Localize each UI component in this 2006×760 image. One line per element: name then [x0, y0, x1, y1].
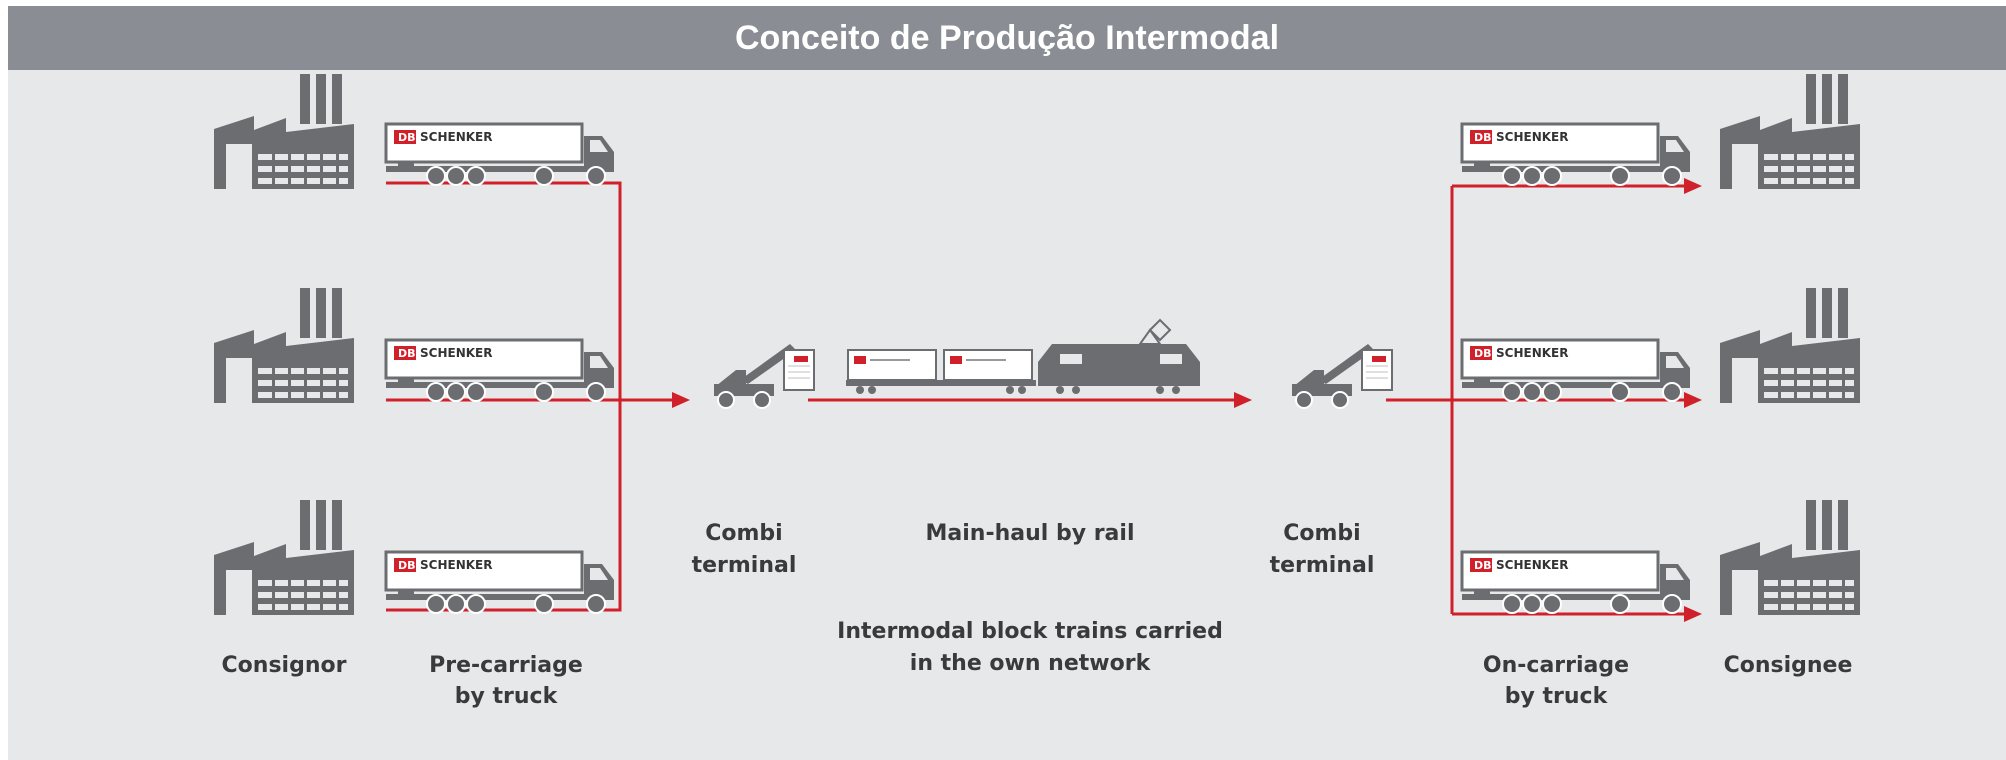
label-combi-left-line2: terminal	[692, 553, 797, 578]
label-on-carriage-line1: On-carriage	[1483, 653, 1629, 678]
svg-text:SCHENKER: SCHENKER	[420, 130, 492, 144]
pre-carriage-trucks: DB SCHENKER DB SCHENKER DB SCHENKER	[384, 122, 616, 614]
truck-icon: DB SCHENKER	[1460, 122, 1692, 186]
factory-icon	[1720, 74, 1860, 189]
svg-text:SCHENKER: SCHENKER	[420, 558, 492, 572]
label-block-trains-line2: in the own network	[910, 651, 1152, 676]
labels: Consignor Pre-carriage by truck Combi te…	[222, 521, 1853, 709]
label-combi-right-line1: Combi	[1283, 521, 1360, 546]
on-carriage-trucks: DB SCHENKER DB SCHENKER DB SCHENKER	[1460, 122, 1692, 614]
page-title: Conceito de Produção Intermodal	[734, 18, 1280, 57]
reach-stacker-icon-left	[713, 343, 815, 409]
svg-text:SCHENKER: SCHENKER	[420, 346, 492, 360]
factory-icon	[214, 288, 354, 403]
label-consignor: Consignor	[222, 653, 347, 678]
label-combi-left-line1: Combi	[705, 521, 782, 546]
route-arrowheads	[672, 178, 1702, 622]
arrow-to-right-terminal	[1234, 392, 1252, 408]
arrow-to-consignee-bottom	[1684, 606, 1702, 622]
label-pre-carriage-line2: by truck	[455, 684, 559, 709]
truck-icon: DB SCHENKER	[1460, 550, 1692, 614]
svg-text:DB: DB	[398, 131, 416, 144]
factory-icon	[214, 74, 354, 189]
consignor-factories	[214, 74, 354, 615]
truck-icon: DB SCHENKER	[384, 550, 616, 614]
factory-icon	[214, 500, 354, 615]
svg-text:SCHENKER: SCHENKER	[1496, 130, 1568, 144]
arrow-to-consignee-top	[1684, 178, 1702, 194]
route-lines	[386, 181, 1690, 616]
label-on-carriage-line2: by truck	[1505, 684, 1609, 709]
truck-icon: DB SCHENKER	[384, 122, 616, 186]
label-main-haul: Main-haul by rail	[926, 521, 1135, 546]
label-block-trains-line1: Intermodal block trains carried	[837, 619, 1223, 644]
svg-text:SCHENKER: SCHENKER	[1496, 346, 1568, 360]
label-combi-right-line2: terminal	[1270, 553, 1375, 578]
train-icon	[846, 318, 1200, 394]
factory-icon	[1720, 288, 1860, 403]
svg-text:DB: DB	[398, 347, 416, 360]
route-pre-carriage-top	[386, 181, 622, 400]
svg-text:DB: DB	[1474, 559, 1492, 572]
svg-text:DB: DB	[1474, 347, 1492, 360]
svg-text:DB: DB	[398, 559, 416, 572]
truck-icon: DB SCHENKER	[384, 338, 616, 402]
title-bar: Conceito de Produção Intermodal	[8, 6, 2006, 70]
reach-stacker-icon-right	[1291, 343, 1393, 409]
label-pre-carriage-line1: Pre-carriage	[429, 653, 583, 678]
locomotive-icon	[1038, 344, 1200, 386]
svg-text:SCHENKER: SCHENKER	[1496, 558, 1568, 572]
consignee-factories	[1720, 74, 1860, 615]
arrow-to-consignee-middle	[1684, 392, 1702, 408]
arrow-to-left-terminal	[672, 392, 690, 408]
truck-icon: DB SCHENKER	[1460, 338, 1692, 402]
svg-text:DB: DB	[1474, 131, 1492, 144]
factory-icon	[1720, 500, 1860, 615]
label-consignee: Consignee	[1724, 653, 1853, 678]
